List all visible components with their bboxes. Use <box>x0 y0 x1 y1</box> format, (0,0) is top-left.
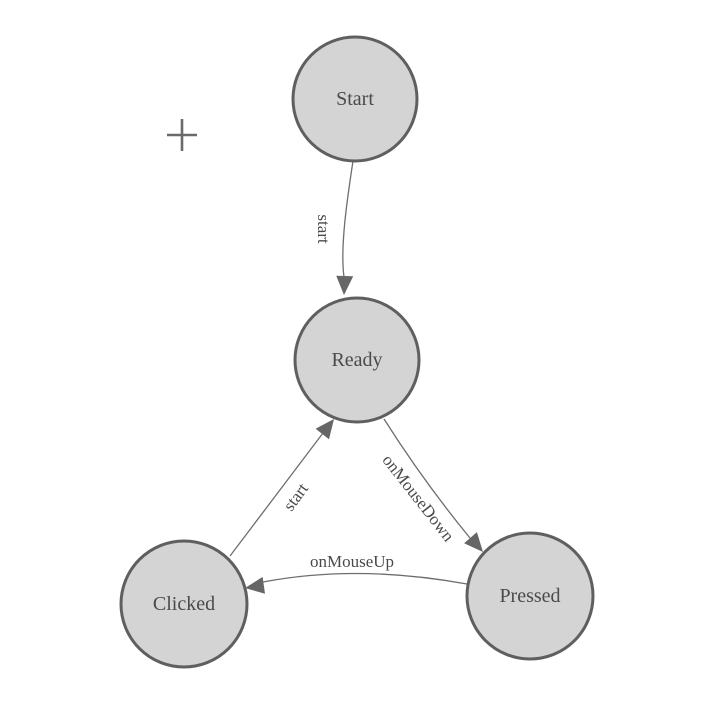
arrowhead-icon <box>245 576 265 594</box>
state-circle-clicked <box>119 539 249 669</box>
state-node-pressed[interactable]: Pressed <box>465 531 595 661</box>
state-label-start: Start <box>336 88 374 110</box>
transition-path-start-to-ready[interactable] <box>342 160 354 278</box>
state-node-ready[interactable]: Ready <box>293 296 421 424</box>
arrowhead-icon <box>336 275 354 295</box>
arrowhead-icon <box>464 532 483 552</box>
transition-path-pressed-to-clicked[interactable] <box>262 572 468 585</box>
state-circle-pressed <box>465 531 595 661</box>
transition-path-clicked-to-ready[interactable] <box>229 432 324 557</box>
state-label-ready: Ready <box>331 349 382 371</box>
state-label-clicked: Clicked <box>153 593 215 615</box>
transition-label-start-to-ready: start <box>314 214 333 244</box>
transition-clicked-to-ready[interactable]: start <box>229 419 334 557</box>
transition-label-ready-to-pressed: onMouseDown <box>378 451 458 546</box>
transition-start-to-ready[interactable]: start <box>314 160 354 295</box>
state-label-pressed: Pressed <box>499 585 560 607</box>
state-circle-start <box>291 35 419 163</box>
state-node-clicked[interactable]: Clicked <box>119 539 249 669</box>
transition-pressed-to-clicked[interactable]: onMouseUp <box>245 552 468 594</box>
state-node-start[interactable]: Start <box>291 35 419 163</box>
transition-ready-to-pressed[interactable]: onMouseDown <box>378 418 483 552</box>
transition-path-ready-to-pressed[interactable] <box>383 418 471 539</box>
arrowhead-icon <box>315 419 334 440</box>
plus-icon <box>167 119 197 151</box>
transition-label-pressed-to-clicked: onMouseUp <box>310 552 394 571</box>
state-circle-ready <box>293 296 421 424</box>
